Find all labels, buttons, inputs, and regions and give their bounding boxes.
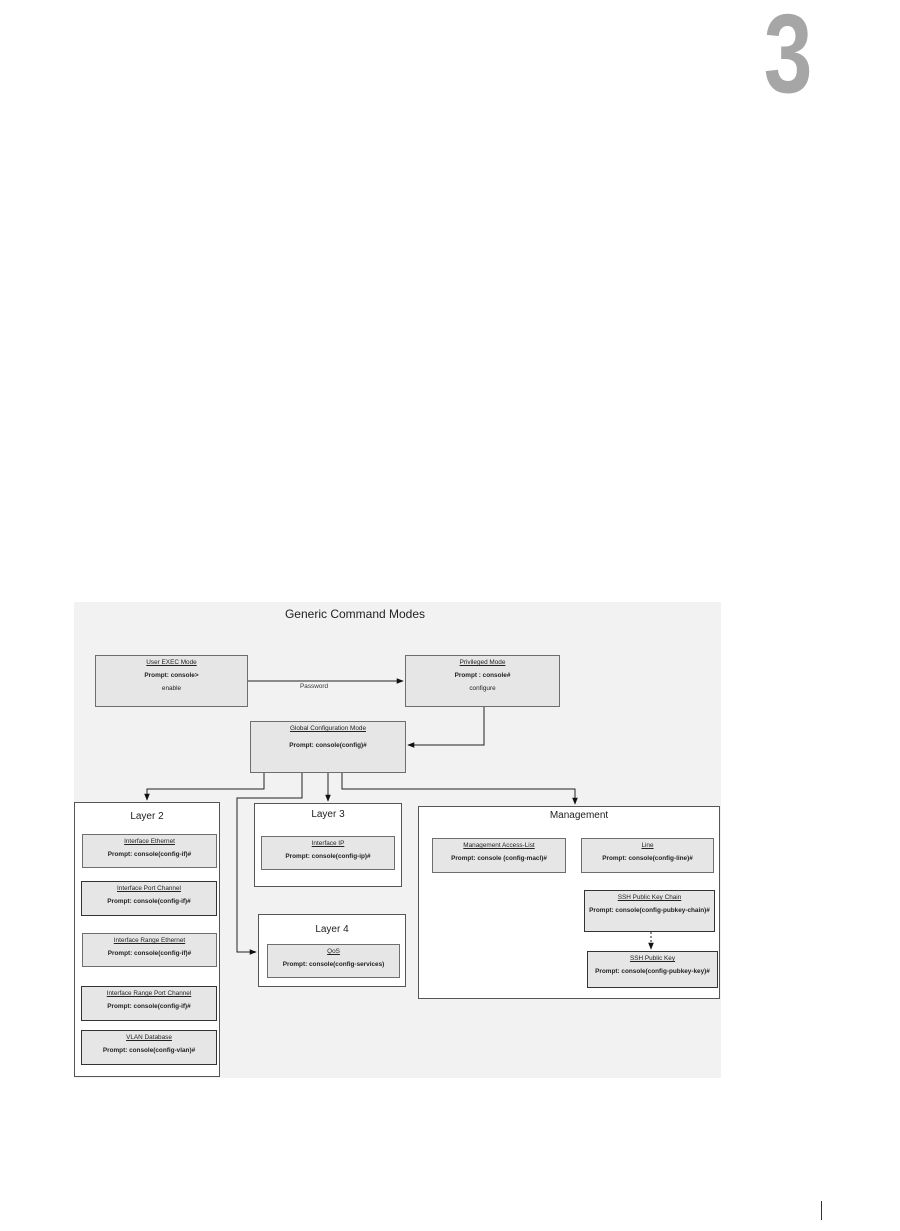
interface-ethernet-mode-box: Interface Ethernet Prompt: console(confi… xyxy=(82,834,217,868)
global-config-mode-prompt: Prompt: console(config)# xyxy=(289,742,367,749)
privileged-mode-box: Privileged Mode Prompt : console# config… xyxy=(405,655,560,707)
global-config-mode-box: Global Configuration Mode Prompt: consol… xyxy=(250,721,406,773)
interface-ethernet-mode-name: Interface Ethernet xyxy=(124,838,175,845)
management-access-list-mode-box: Management Access-List Prompt: console (… xyxy=(432,838,566,873)
user-exec-mode-command: enable xyxy=(161,685,182,692)
privileged-mode-command: configure xyxy=(469,685,496,692)
user-exec-mode-name: User EXEC Mode xyxy=(146,659,197,666)
privileged-mode-prompt: Prompt : console# xyxy=(454,672,511,679)
qos-mode-prompt: Prompt: console(config-services) xyxy=(282,961,385,968)
line-mode-prompt: Prompt: console(config-line)# xyxy=(602,855,693,862)
interface-range-ethernet-mode-prompt: Prompt: console(config-if)# xyxy=(107,950,192,957)
ssh-public-key-mode-prompt: Prompt: console(config-pubkey-key)# xyxy=(595,968,710,975)
management-access-list-mode-name: Management Access-List xyxy=(463,842,535,849)
management-title: Management xyxy=(549,810,609,821)
password-label: Password xyxy=(300,683,329,690)
ssh-public-key-chain-mode-name: SSH Public Key Chain xyxy=(617,894,682,901)
interface-range-port-channel-mode-name: Interface Range Port Channel xyxy=(106,990,192,997)
interface-range-ethernet-mode-name: Interface Range Ethernet xyxy=(113,937,186,944)
ssh-public-key-mode-name: SSH Public Key xyxy=(629,955,676,962)
user-exec-mode-prompt: Prompt: console> xyxy=(144,672,199,679)
vlan-database-mode-prompt: Prompt: console(config-vlan)# xyxy=(102,1047,196,1054)
ssh-public-key-chain-mode-box: SSH Public Key Chain Prompt: console(con… xyxy=(584,890,715,932)
interface-ip-mode-prompt: Prompt: console(config-ip)# xyxy=(285,853,371,860)
layer2-title: Layer 2 xyxy=(130,811,164,822)
interface-port-channel-mode-prompt: Prompt: console(config-if)# xyxy=(107,898,191,905)
interface-range-port-channel-mode-prompt: Prompt: console(config-if)# xyxy=(107,1003,191,1010)
interface-range-ethernet-mode-box: Interface Range Ethernet Prompt: console… xyxy=(82,933,217,967)
user-exec-mode-box: User EXEC Mode Prompt: console> enable xyxy=(95,655,248,707)
ssh-public-key-mode-box: SSH Public Key Prompt: console(config-pu… xyxy=(587,951,718,988)
layer3-title: Layer 3 xyxy=(311,809,345,820)
line-mode-box: Line Prompt: console(config-line)# xyxy=(581,838,714,873)
privileged-mode-name: Privileged Mode xyxy=(459,659,506,666)
interface-range-port-channel-mode-box: Interface Range Port Channel Prompt: con… xyxy=(81,986,217,1021)
ssh-public-key-chain-mode-prompt: Prompt: console(config-pubkey-chain)# xyxy=(589,907,710,914)
diagram-title: Generic Command Modes xyxy=(284,607,426,621)
interface-ip-mode-box: Interface IP Prompt: console(config-ip)# xyxy=(261,836,395,870)
qos-mode-name: QoS xyxy=(327,948,340,955)
management-access-list-mode-prompt: Prompt: console (config-macl)# xyxy=(451,855,547,862)
vlan-database-mode-name: VLAN Database xyxy=(126,1034,172,1041)
interface-port-channel-mode-box: Interface Port Channel Prompt: console(c… xyxy=(81,881,217,916)
global-config-mode-name: Global Configuration Mode xyxy=(289,725,367,732)
vlan-database-mode-box: VLAN Database Prompt: console(config-vla… xyxy=(81,1030,217,1065)
chapter-number: 3 xyxy=(763,0,813,116)
interface-port-channel-mode-name: Interface Port Channel xyxy=(117,885,181,892)
interface-ip-mode-name: Interface IP xyxy=(311,840,345,847)
interface-ethernet-mode-prompt: Prompt: console(config-if)# xyxy=(107,851,192,858)
layer4-title: Layer 4 xyxy=(315,924,349,935)
qos-mode-box: QoS Prompt: console(config-services) xyxy=(267,944,400,978)
line-mode-name: Line xyxy=(641,842,654,849)
page-marker-rule xyxy=(821,1201,822,1220)
